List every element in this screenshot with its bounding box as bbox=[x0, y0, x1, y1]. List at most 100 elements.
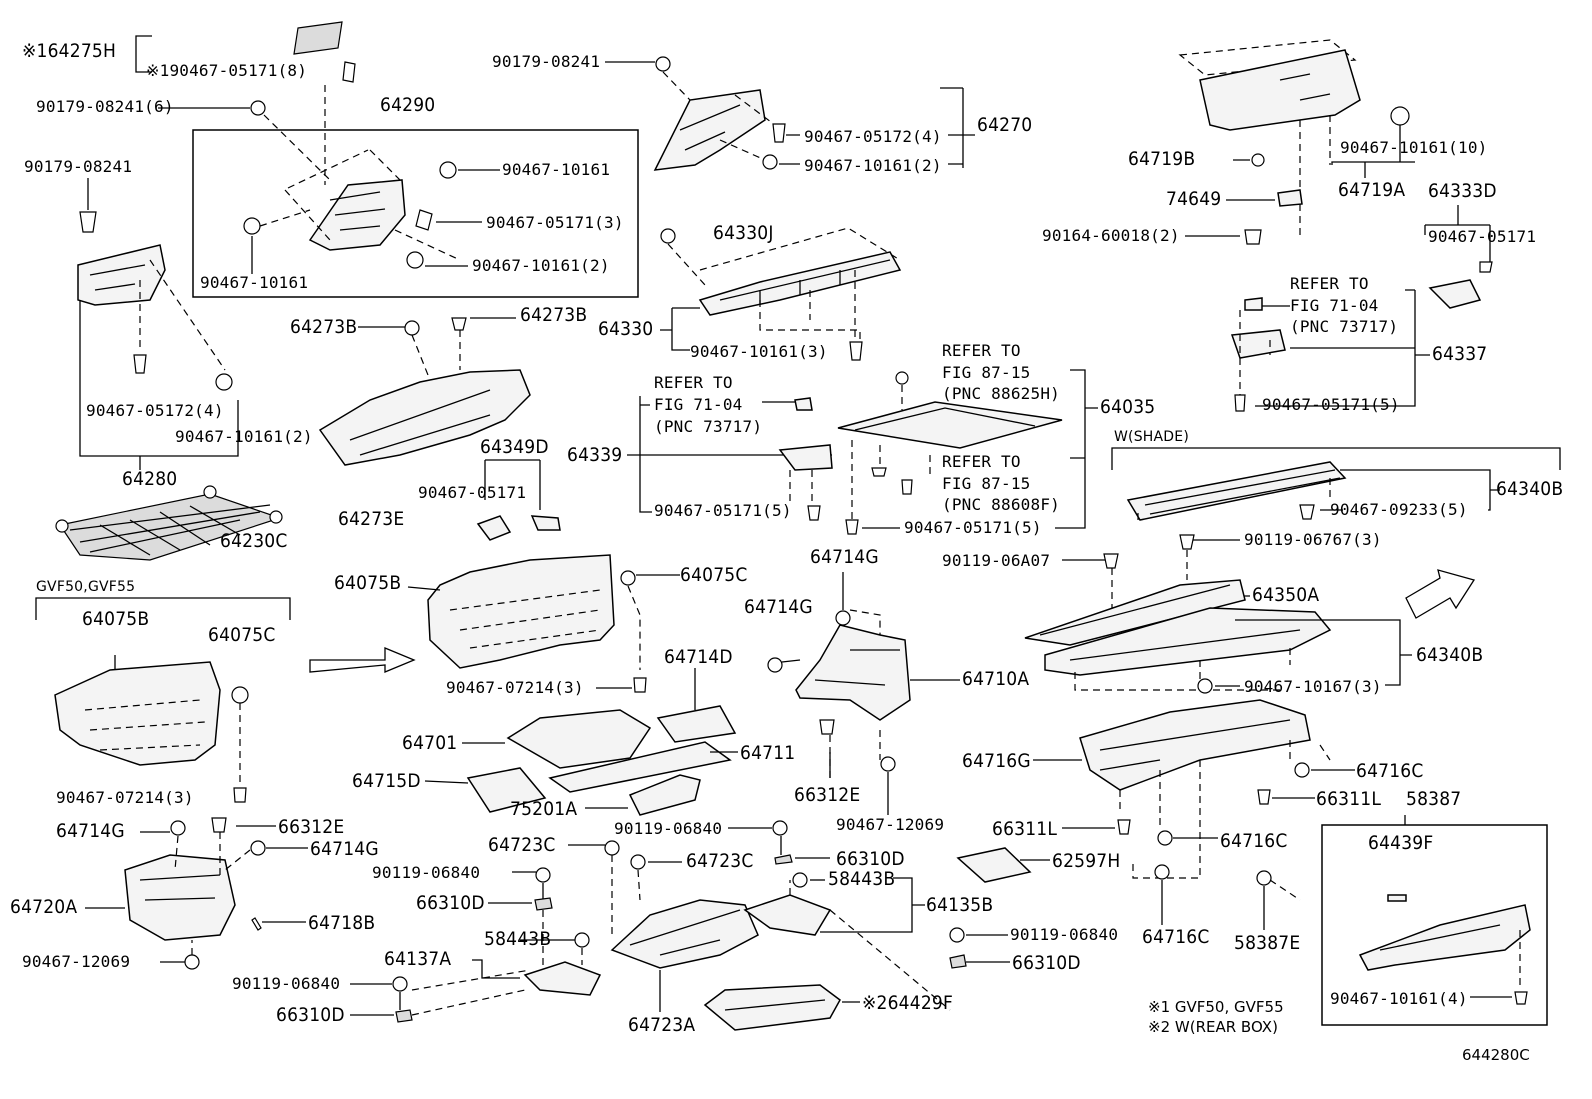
trim-64716G-part bbox=[1079, 699, 1311, 791]
group-64719A bbox=[1178, 39, 1415, 245]
label-90179-08241-6: 90179-08241(6) bbox=[36, 97, 174, 116]
refer1-line3: (PNC 73717) bbox=[654, 417, 763, 436]
label-90467-05171-5b: 90467-05171(5) bbox=[904, 518, 1042, 537]
refer2-line2: FIG 87-15 bbox=[942, 363, 1031, 382]
label-w-shade: W(SHADE) bbox=[1114, 429, 1189, 445]
label-90179-08241-a: 90179-08241 bbox=[24, 157, 133, 176]
group-64340B-top bbox=[1111, 447, 1561, 521]
label-90119-06840-b: 90119-06840 bbox=[232, 974, 341, 993]
panel-64719A-part bbox=[1199, 49, 1361, 131]
label-58387E: 58387E bbox=[1234, 932, 1301, 954]
bracket-64290-part bbox=[308, 179, 406, 251]
label-64714G-b: 64714G bbox=[744, 596, 813, 618]
label-64716G: 64716G bbox=[962, 750, 1031, 772]
label-64719B: 64719B bbox=[1128, 148, 1196, 170]
bracket-64135B-part bbox=[743, 894, 832, 936]
label-64711: 64711 bbox=[740, 742, 796, 764]
label-64273B-b: 64273B bbox=[520, 304, 588, 326]
label-66310D-a: 66310D bbox=[416, 892, 485, 914]
note-2: ※2 W(REAR BOX) bbox=[1148, 1018, 1278, 1036]
label-90467-10161-2c: 90467-10161(2) bbox=[804, 156, 942, 175]
label-75201A: 75201A bbox=[510, 798, 578, 820]
label-64270: 64270 bbox=[977, 114, 1033, 136]
group-64337 bbox=[1230, 205, 1493, 412]
mat-64715D-part bbox=[466, 767, 547, 813]
mat-64714D-part bbox=[656, 705, 737, 743]
label-90119-06840-c: 90119-06840 bbox=[614, 819, 723, 838]
trim-64340B-part bbox=[1044, 607, 1332, 676]
label-64137A: 64137A bbox=[384, 948, 452, 970]
label-58387: 58387 bbox=[1406, 788, 1462, 810]
label-90467-05171-a: 90467-05171 bbox=[418, 483, 527, 502]
group-64330 bbox=[660, 227, 902, 361]
label-64340B-b: 64340B bbox=[1416, 644, 1484, 666]
box-64429F-part bbox=[703, 984, 841, 1031]
label-74649: 74649 bbox=[1166, 188, 1222, 210]
plate-62597H-part bbox=[956, 847, 1032, 883]
label-64350A: 64350A bbox=[1252, 584, 1320, 606]
refer1-line1: REFER TO bbox=[654, 373, 733, 392]
refer3-line2: FIG 87-15 bbox=[942, 474, 1031, 493]
panel-64075B-center-part bbox=[427, 554, 615, 669]
label-64273E: 64273E bbox=[338, 508, 405, 530]
label-66312E-a: 66312E bbox=[794, 784, 861, 806]
group-64035 bbox=[837, 369, 1098, 535]
note-1: ※1 GVF50, GVF55 bbox=[1148, 998, 1284, 1016]
label-90467-10161-10: 90467-10161(10) bbox=[1340, 138, 1488, 157]
box-58387 bbox=[1321, 824, 1548, 1026]
label-64349D: 64349D bbox=[480, 436, 549, 458]
label-64439F: 64439F bbox=[1368, 832, 1434, 854]
label-64340B-a: 64340B bbox=[1496, 478, 1564, 500]
label-64075C-b: 64075C bbox=[208, 624, 276, 646]
label-90467-10167-3: 90467-10167(3) bbox=[1244, 677, 1382, 696]
net-64230C bbox=[55, 485, 283, 561]
label-90119-06767-3: 90119-06767(3) bbox=[1244, 530, 1382, 549]
label-90119-06840-d: 90119-06840 bbox=[1010, 925, 1119, 944]
label-64714D: 64714D bbox=[664, 646, 733, 668]
label-90467-10161-a: 90467-10161 bbox=[502, 160, 611, 179]
label-64723C-a: 64723C bbox=[488, 834, 556, 856]
label-90467-05172-4a: 90467-05172(4) bbox=[86, 401, 224, 420]
bracket-64337-part bbox=[1230, 329, 1286, 359]
label-90179-08241-b: 90179-08241 bbox=[492, 52, 601, 71]
refer2-line1: REFER TO bbox=[942, 341, 1021, 360]
mat-64711-part bbox=[548, 741, 732, 793]
group-58387 bbox=[1256, 815, 1548, 1026]
group-gvf bbox=[35, 597, 291, 803]
label-gvf: GVF50,GVF55 bbox=[36, 579, 136, 595]
label-66311L-b: 66311L bbox=[992, 818, 1058, 840]
label-64275H: ※164275H bbox=[22, 40, 117, 62]
label-64718B: 64718B bbox=[308, 912, 376, 934]
arrow-left bbox=[309, 647, 416, 673]
label-90467-05171-5a: 90467-05171(5) bbox=[654, 501, 792, 520]
label-66310D-d: 66310D bbox=[1012, 952, 1081, 974]
label-64273B-a: 64273B bbox=[290, 316, 358, 338]
label-90467-10161-3a: 90467-10161(3) bbox=[690, 342, 828, 361]
label-64280: 64280 bbox=[122, 468, 178, 490]
label-90467-10161-4: 90467-10161(4) bbox=[1330, 989, 1468, 1008]
label-90467-05171-b: 90467-05171 bbox=[1428, 227, 1537, 246]
label-64720A: 64720A bbox=[10, 896, 78, 918]
label-64290: 64290 bbox=[380, 94, 436, 116]
label-64710A: 64710A bbox=[962, 668, 1030, 690]
label-90119-06840-a: 90119-06840 bbox=[372, 863, 481, 882]
group-64723A bbox=[350, 820, 1010, 1031]
label-58443B-b: 58443B bbox=[828, 868, 896, 890]
mesh-64275H-part bbox=[293, 21, 343, 55]
label-64339: 64339 bbox=[567, 444, 623, 466]
label-66310D-b: 66310D bbox=[276, 1004, 345, 1026]
refer4-line2: FIG 71-04 bbox=[1290, 296, 1379, 315]
group-64720A bbox=[85, 817, 308, 970]
bracket-64280-part bbox=[77, 244, 166, 306]
label-64075B-b: 64075B bbox=[82, 608, 150, 630]
label-66312E-b: 66312E bbox=[278, 816, 345, 838]
label-64716C-a: 64716C bbox=[1356, 760, 1424, 782]
group-64339 bbox=[627, 396, 833, 521]
label-90119-06A07: 90119-06A07 bbox=[942, 551, 1051, 570]
group-64075B-center bbox=[309, 554, 680, 693]
label-58443B-a: 58443B bbox=[484, 928, 552, 950]
label-64330: 64330 bbox=[598, 318, 654, 340]
refer3-line1: REFER TO bbox=[942, 452, 1021, 471]
label-64337: 64337 bbox=[1432, 343, 1488, 365]
label-64716C-b: 64716C bbox=[1220, 830, 1288, 852]
